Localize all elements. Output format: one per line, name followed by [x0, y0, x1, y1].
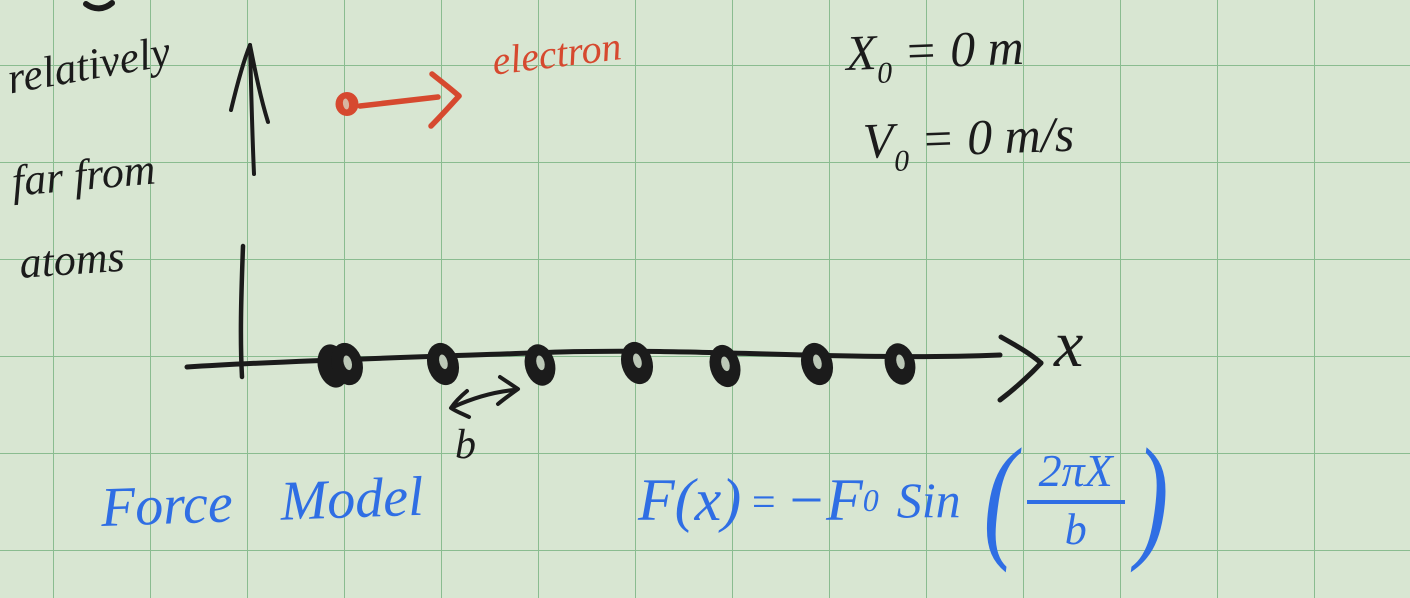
atom-dot: [709, 344, 741, 388]
electron-arrow-shaft: [357, 94, 441, 109]
x-axis-label: x: [1054, 308, 1084, 381]
atom-dot: [331, 342, 363, 386]
spacing-arrow-shaft: [451, 388, 516, 409]
fraction-denominator: b: [1064, 505, 1087, 554]
x-axis: [184, 334, 1044, 403]
atom-dot: [426, 342, 460, 386]
initial-position-equation: X0 = 0 m: [844, 18, 1025, 90]
atom-dot: [620, 341, 654, 385]
x0-value: = 0 m: [890, 18, 1025, 80]
formula-coefficient: −F: [785, 467, 863, 533]
spacing-arrowhead-left: [449, 389, 471, 419]
y-axis-lower-line: [238, 243, 246, 380]
fraction-numerator: 2πX: [1026, 448, 1125, 504]
cutoff-stroke: [83, 0, 115, 12]
initial-velocity-equation: V0 = 0 m/s: [861, 105, 1075, 178]
arrowhead-left-barb: [229, 43, 252, 112]
y-axis-up-arrow: [229, 43, 270, 380]
atom-dot: [524, 344, 556, 386]
electron-arrowhead-bottom: [428, 93, 462, 129]
v0-subscript: 0: [893, 144, 910, 178]
formula-equals: =: [749, 480, 778, 526]
atom-chain: [317, 341, 916, 388]
spacing-double-arrow: [449, 375, 520, 419]
lattice-spacing-label: b: [455, 422, 476, 468]
x0-variable: X: [844, 23, 878, 81]
electron-arrowhead-top: [429, 71, 462, 99]
v0-variable: V: [861, 111, 895, 169]
atom-dot: [884, 343, 916, 385]
x-axis-line: [184, 348, 1003, 370]
margin-note-line-3: atoms: [17, 231, 127, 288]
electron-dot-highlight: [342, 98, 350, 110]
x0-subscript: 0: [876, 56, 893, 90]
force-model-title: Force Model: [99, 465, 425, 539]
formula-lhs: F(x): [638, 467, 742, 533]
atom-dot: [800, 342, 834, 386]
x-arrowhead-bottom: [997, 360, 1044, 403]
arrowhead-right-barb: [248, 43, 270, 124]
formula-fraction: 2πX b: [1026, 448, 1125, 554]
y-axis-upper-line: [248, 44, 256, 176]
x-arrowhead-top: [998, 334, 1044, 366]
formula-sin: Sin: [896, 472, 961, 528]
spacing-arrowhead-right: [496, 375, 520, 406]
v0-value: = 0 m/s: [907, 105, 1075, 168]
electron-marker: [335, 71, 462, 129]
